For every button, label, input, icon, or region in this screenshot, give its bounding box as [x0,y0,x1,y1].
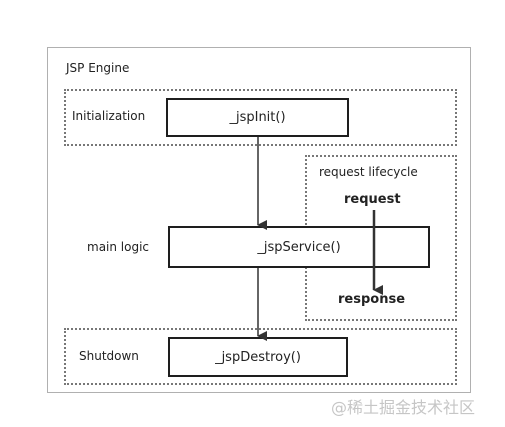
jsp-destroy-text: _jspDestroy() [215,349,301,365]
response-label: response [338,292,406,307]
jsp-engine-title: JSP Engine [66,61,130,75]
request-lifecycle-title: request lifecycle [319,165,418,179]
initialization-region [64,89,457,146]
jsp-init-box: _jspInit() [166,98,349,137]
initialization-label: Initialization [72,109,146,123]
jsp-service-box: _jspService() [168,226,430,268]
main-logic-label: main logic [87,240,150,254]
jsp-engine-frame [47,47,471,393]
jsp-service-text: _jspService() [257,239,341,255]
request-label: request [344,192,401,207]
shutdown-label: Shutdown [79,349,139,363]
watermark-text: @稀土掘金技术社区 [331,398,476,417]
jsp-init-text: _jspInit() [229,110,286,125]
shutdown-region [64,328,457,385]
